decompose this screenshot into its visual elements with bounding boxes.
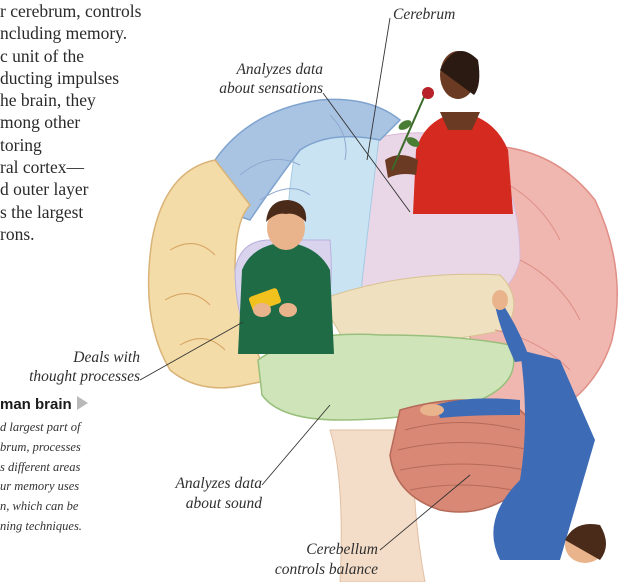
body-line: r cerebrum, controls (0, 0, 205, 22)
caption-title: man brain (0, 396, 88, 413)
body-line: ducting impulses (0, 67, 205, 89)
caption-line: s different areas (0, 458, 135, 478)
body-text: r cerebrum, controls ncluding memory. c … (0, 0, 205, 245)
caption-line: ur memory uses (0, 477, 135, 497)
body-line: c unit of the (0, 45, 205, 67)
caption-title-text: man brain (0, 396, 72, 413)
label-thought-line2: thought processes (10, 367, 140, 386)
label-cerebellum-line2: controls balance (250, 560, 378, 579)
woman-figure (385, 40, 520, 214)
label-sound-line2: about sound (140, 494, 262, 513)
body-line: toring (0, 134, 205, 156)
body-line: he brain, they (0, 89, 205, 111)
body-line: ncluding memory. (0, 22, 205, 44)
body-line: mong other (0, 111, 205, 133)
caption-line: brum, processes (0, 438, 135, 458)
body-line: s the largest (0, 201, 205, 223)
label-cerebellum-line1: Cerebellum (250, 540, 378, 559)
body-line: ral cortex— (0, 156, 205, 178)
label-cerebrum: Cerebrum (393, 5, 455, 24)
caption-line: d largest part of (0, 418, 135, 438)
caption-line: n, which can be (0, 497, 135, 517)
body-line: d outer layer (0, 178, 205, 200)
caption-line: ning techniques. (0, 517, 135, 537)
label-sensations-line2: about sensations (195, 79, 323, 98)
caption-text: d largest part of brum, processes s diff… (0, 418, 135, 537)
label-thought-line1: Deals with (30, 348, 140, 367)
label-sensations-line1: Analyzes data (195, 60, 323, 79)
body-line: rons. (0, 223, 205, 245)
triangle-pointer-icon (77, 396, 88, 410)
label-sound-line1: Analyzes data (140, 474, 262, 493)
